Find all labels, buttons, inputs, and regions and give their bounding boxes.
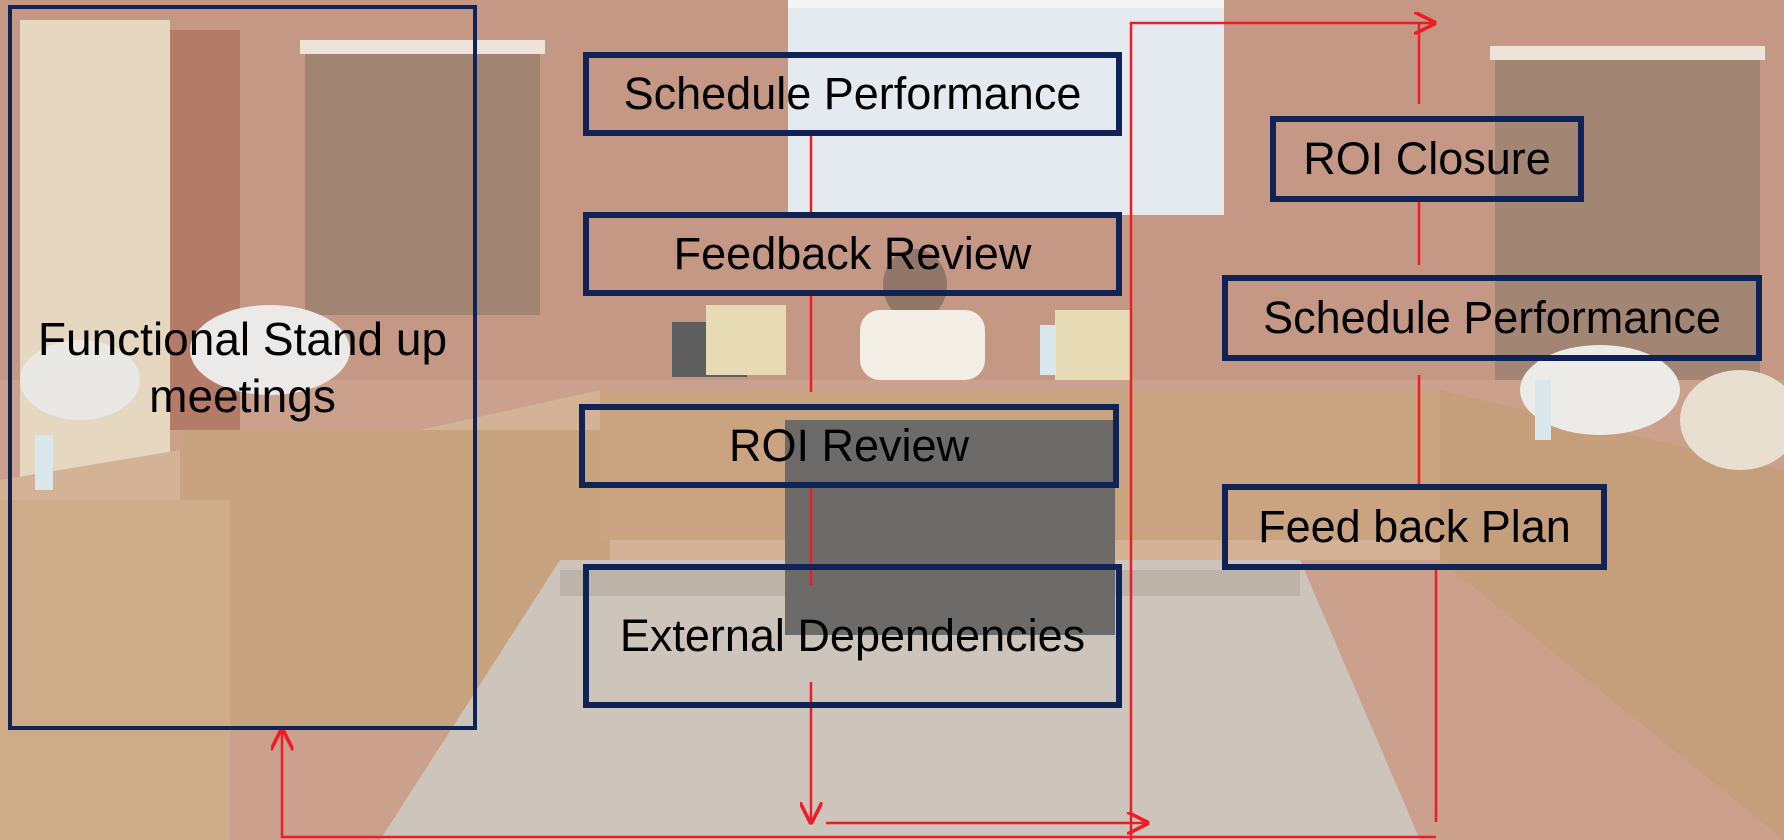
- schedule-performance-box-right: Schedule Performance: [1222, 275, 1762, 361]
- feed-back-plan-label: Feed back Plan: [1258, 500, 1571, 552]
- left-person: [20, 340, 140, 420]
- feedback-review-box: Feedback Review: [583, 212, 1122, 296]
- roi-closure-label: ROI Closure: [1303, 132, 1551, 184]
- roi-closure-box: ROI Closure: [1270, 116, 1584, 202]
- arrow-up-right: [1129, 23, 1434, 840]
- roi-review-box: ROI Review: [579, 404, 1119, 488]
- left-window-pelmet: [300, 40, 545, 54]
- left-table-corner: [0, 500, 230, 840]
- person-head: [883, 249, 947, 321]
- feedback-review-label: Feedback Review: [673, 227, 1032, 279]
- schedule-performance-label: Schedule Performance: [1263, 291, 1721, 343]
- external-dependencies-label: External Dependencies: [619, 609, 1086, 661]
- right-window-curtain: [1495, 50, 1760, 380]
- external-dependencies-box: External Dependencies: [583, 564, 1122, 708]
- person-shirt: [860, 310, 985, 380]
- roi-review-label: ROI Review: [728, 419, 970, 471]
- chair-right: [1055, 310, 1130, 380]
- schedule-performance-label: Schedule Performance: [623, 67, 1082, 119]
- functional-standup-label: Functional Stand up meetings: [37, 313, 448, 422]
- monitor-back: [785, 420, 1115, 635]
- chair-left: [706, 305, 786, 375]
- left-person-2: [190, 305, 350, 395]
- arrow-return: [282, 730, 1436, 839]
- right-person-2: [1680, 370, 1784, 470]
- projector-screen-top: [788, 0, 1224, 8]
- feed-back-plan-box: Feed back Plan: [1222, 484, 1607, 570]
- right-table-front: [1440, 390, 1784, 840]
- water-bottle: [35, 435, 53, 490]
- floor-carpet: [380, 560, 1420, 840]
- right-person: [1520, 345, 1680, 435]
- right-window-pelmet: [1490, 46, 1765, 60]
- schedule-performance-box-left: Schedule Performance: [583, 52, 1122, 136]
- functional-standup-box: Functional Stand up meetings: [8, 5, 477, 730]
- projector-screen: [788, 0, 1224, 215]
- water-bottle: [1040, 325, 1056, 375]
- left-window-curtain: [305, 45, 540, 315]
- water-bottle: [1535, 380, 1551, 440]
